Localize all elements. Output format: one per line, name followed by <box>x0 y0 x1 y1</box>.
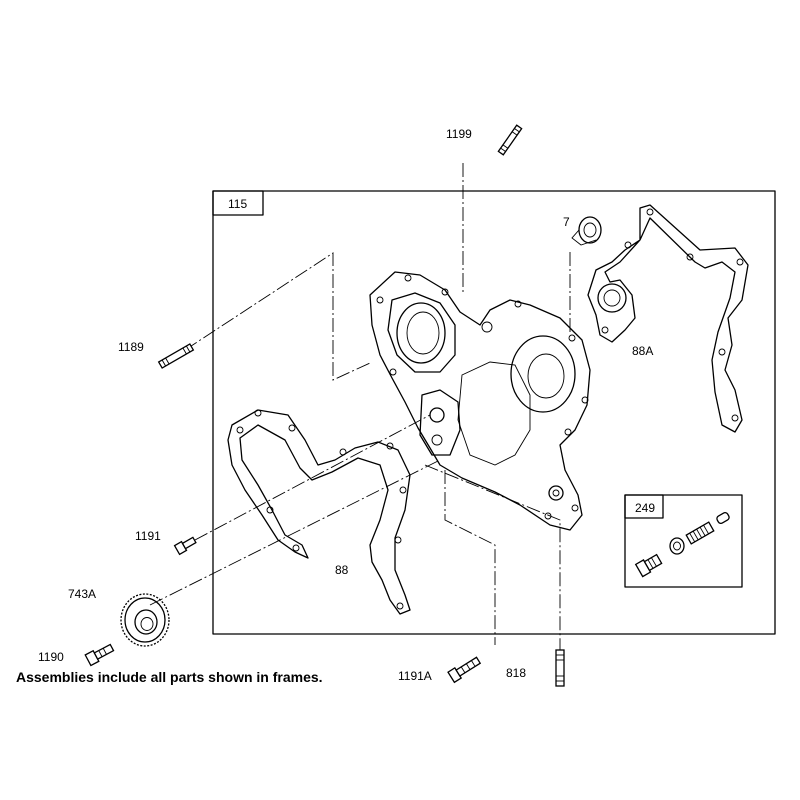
leader-lines <box>149 163 571 650</box>
label-1190: 1190 <box>38 650 64 664</box>
label-1191A: 1191A <box>398 669 432 683</box>
frame-label-box-249 <box>624 494 664 519</box>
assemblies-note: Assemblies include all parts shown in fr… <box>16 669 323 685</box>
label-818: 818 <box>506 666 526 680</box>
label-7: 7 <box>563 215 570 229</box>
gear-743A <box>120 593 170 647</box>
relief-valve-parts-249 <box>634 511 730 578</box>
label-743A: 743A <box>68 587 96 601</box>
front-cover-housing <box>369 271 591 531</box>
label-1189: 1189 <box>118 340 144 354</box>
stud-1189 <box>157 343 195 369</box>
assembly-frame-115 <box>212 190 776 635</box>
bolt-1191A <box>447 656 482 684</box>
seal-ring-7 <box>571 216 602 246</box>
bolt-1190 <box>84 643 115 667</box>
stud-818 <box>555 649 565 687</box>
stud-1199 <box>497 124 523 156</box>
frame-label-box-115 <box>212 190 264 216</box>
label-1199: 1199 <box>446 127 472 141</box>
frame-label-115: 115 <box>228 197 247 211</box>
assembly-frame-249 <box>624 494 743 588</box>
bolt-1191 <box>173 536 197 556</box>
frame-label-249: 249 <box>635 501 655 515</box>
label-1191: 1191 <box>135 529 161 543</box>
label-88A: 88A <box>632 344 653 358</box>
gasket-88A <box>587 204 749 433</box>
label-88: 88 <box>335 563 349 577</box>
gasket-88 <box>227 409 411 615</box>
